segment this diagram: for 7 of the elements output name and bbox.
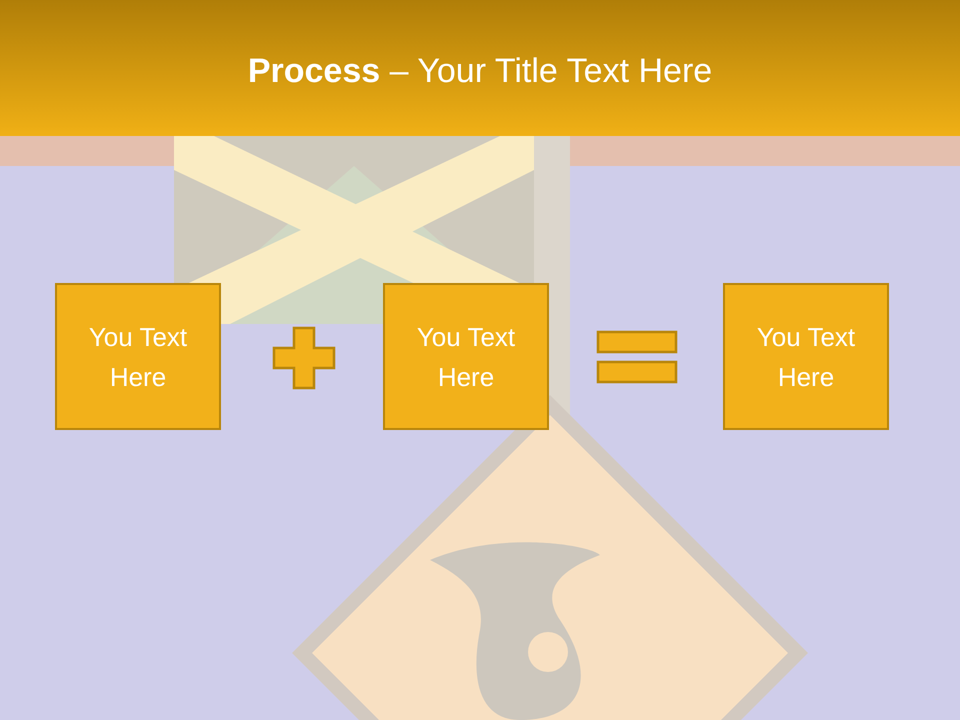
process-box bbox=[723, 283, 889, 430]
process-box bbox=[383, 283, 549, 430]
process-box bbox=[55, 283, 221, 430]
title: Process – Your Title Text Here bbox=[248, 52, 712, 90]
box-text: You Text Here bbox=[756, 320, 856, 394]
box-text: You Text Here bbox=[88, 320, 188, 394]
box-text: You Text Here bbox=[416, 320, 516, 394]
